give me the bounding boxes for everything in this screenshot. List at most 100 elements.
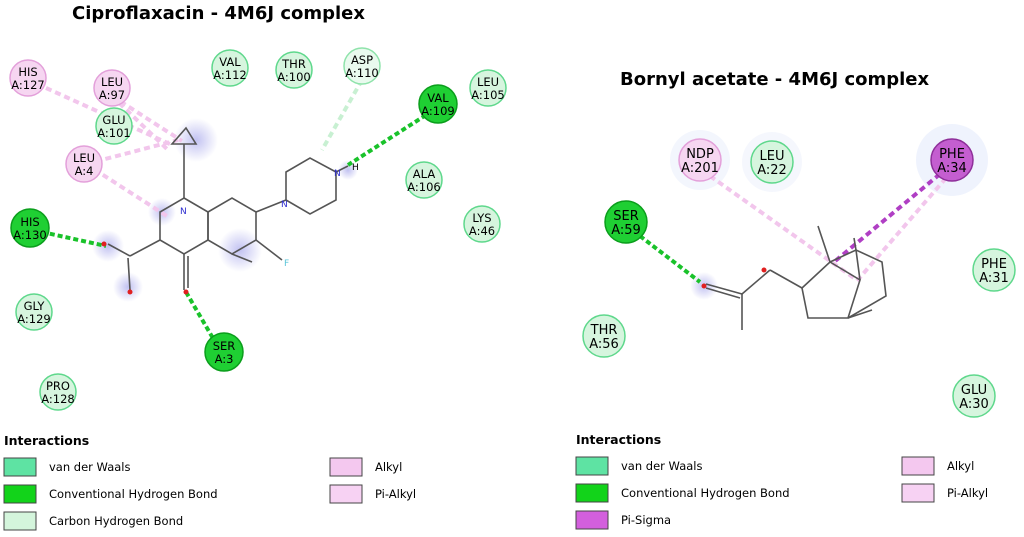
- nitrogen-atom: N: [334, 169, 341, 179]
- svg-text:GLU: GLU: [102, 113, 125, 127]
- legend-item-conventional-hbond: Conventional Hydrogen Bond: [3, 484, 218, 504]
- legend-item-carbon-hbond: Carbon Hydrogen Bond: [3, 511, 183, 531]
- residue-leu-105: LEU A:105: [469, 69, 507, 107]
- residue-leu-4: LEU A:4: [65, 145, 103, 183]
- residue-glu-101: GLU A:101: [95, 107, 133, 145]
- svg-text:A:30: A:30: [959, 397, 989, 412]
- svg-text:A:101: A:101: [97, 126, 131, 140]
- residue-ser-59: SER A:59: [604, 200, 648, 244]
- residue-glu-30: GLU A:30: [952, 374, 996, 418]
- svg-text:GLU: GLU: [961, 383, 987, 398]
- residue-leu-22: LEU A:22: [750, 140, 794, 184]
- svg-text:SER: SER: [213, 339, 236, 353]
- svg-text:NDP: NDP: [686, 147, 714, 162]
- residue-phe-31: PHE A:31: [972, 248, 1016, 292]
- residue-ser-3: SER A:3: [204, 332, 244, 372]
- legend-left: Interactions van der Waals Conventional …: [3, 433, 416, 531]
- svg-text:VAL: VAL: [219, 55, 241, 69]
- svg-text:van der Waals: van der Waals: [621, 459, 702, 473]
- panel-title: Ciproflaxacin - 4M6J complex: [72, 3, 365, 24]
- nitrogen-atom: N: [180, 207, 187, 217]
- hydrogen-atom: H: [352, 163, 359, 173]
- svg-text:A:129: A:129: [17, 312, 51, 326]
- svg-text:PHE: PHE: [939, 147, 965, 162]
- panel-ciprofloxacin: Ciproflaxacin - 4M6J complex: [3, 3, 507, 531]
- svg-text:LYS: LYS: [472, 211, 491, 225]
- svg-text:Pi-Alkyl: Pi-Alkyl: [375, 487, 416, 501]
- residue-val-112: VAL A:112: [211, 49, 249, 87]
- residue-nodes: NDP A:201 LEU A:22 PHE A:34 SER A:59 PHE: [582, 138, 1016, 418]
- residue-gly-129: GLY A:129: [15, 293, 53, 331]
- legend-right: Interactions van der Waals Conventional …: [575, 432, 988, 530]
- svg-text:Alkyl: Alkyl: [947, 459, 974, 473]
- svg-text:SER: SER: [613, 209, 639, 224]
- svg-text:A:109: A:109: [421, 104, 455, 118]
- svg-text:Pi-Alkyl: Pi-Alkyl: [947, 486, 988, 500]
- svg-text:A:110: A:110: [345, 66, 379, 80]
- svg-text:GLY: GLY: [24, 299, 46, 313]
- residue-val-109: VAL A:109: [418, 84, 458, 124]
- residue-leu-97: LEU A:97: [93, 69, 131, 107]
- interaction-lines: [638, 172, 948, 284]
- svg-text:LEU: LEU: [101, 75, 123, 89]
- svg-text:A:112: A:112: [213, 68, 247, 82]
- svg-text:A:59: A:59: [611, 223, 641, 238]
- svg-text:van der Waals: van der Waals: [49, 460, 130, 474]
- svg-text:A:22: A:22: [757, 163, 787, 178]
- svg-text:ASP: ASP: [351, 53, 373, 67]
- svg-text:HIS: HIS: [20, 215, 39, 229]
- panel-bornyl-acetate: Bornyl acetate - 4M6J complex: [575, 69, 1016, 530]
- residue-ndp-201: NDP A:201: [678, 138, 722, 182]
- svg-text:A:31: A:31: [979, 271, 1009, 286]
- svg-text:A:97: A:97: [99, 88, 125, 102]
- residue-thr-56: THR A:56: [582, 314, 626, 358]
- svg-text:THR: THR: [590, 323, 618, 338]
- svg-text:A:46: A:46: [469, 224, 495, 238]
- legend-item-pi-sigma: Pi-Sigma: [575, 510, 671, 530]
- svg-text:LEU: LEU: [760, 149, 785, 164]
- svg-text:PRO: PRO: [46, 379, 70, 393]
- svg-text:Alkyl: Alkyl: [375, 460, 402, 474]
- ciprofloxacin-molecule: [107, 126, 349, 291]
- residue-thr-100: THR A:100: [275, 51, 313, 89]
- svg-text:PHE: PHE: [981, 257, 1007, 272]
- legend-title: Interactions: [576, 432, 661, 447]
- legend-title: Interactions: [4, 433, 89, 448]
- svg-text:Pi-Sigma: Pi-Sigma: [621, 513, 671, 527]
- svg-text:Conventional Hydrogen Bond: Conventional Hydrogen Bond: [621, 486, 790, 500]
- legend-item-alkyl: Alkyl: [329, 457, 402, 477]
- svg-text:THR: THR: [281, 57, 306, 71]
- residue-his-127: HIS A:127: [9, 59, 47, 97]
- legend-item-pi-alkyl: Pi-Alkyl: [329, 484, 416, 504]
- svg-text:A:56: A:56: [589, 337, 619, 352]
- svg-text:A:106: A:106: [407, 180, 441, 194]
- svg-text:A:201: A:201: [681, 161, 719, 176]
- residue-nodes: HIS A:127 LEU A:97 GLU A:101 LEU A:4 VAL: [9, 47, 507, 411]
- legend-item-conventional-hbond: Conventional Hydrogen Bond: [575, 483, 790, 503]
- svg-text:ALA: ALA: [413, 167, 436, 181]
- svg-text:LEU: LEU: [73, 151, 95, 165]
- svg-text:A:4: A:4: [75, 164, 94, 178]
- legend-item-van-der-waals: van der Waals: [3, 457, 130, 477]
- svg-text:LEU: LEU: [477, 75, 499, 89]
- nitrogen-atom: N: [281, 200, 288, 210]
- legend-item-alkyl: Alkyl: [901, 456, 974, 476]
- svg-text:A:3: A:3: [215, 352, 234, 366]
- svg-text:A:127: A:127: [11, 78, 45, 92]
- svg-text:VAL: VAL: [427, 91, 449, 105]
- svg-text:A:105: A:105: [471, 88, 505, 102]
- heteroatom-labels: N N N H F: [101, 163, 359, 295]
- panel-title: Bornyl acetate - 4M6J complex: [620, 69, 930, 90]
- svg-text:A:34: A:34: [937, 161, 967, 176]
- svg-text:A:130: A:130: [13, 228, 47, 242]
- svg-text:HIS: HIS: [18, 65, 37, 79]
- svg-text:A:128: A:128: [41, 392, 75, 406]
- legend-item-van-der-waals: van der Waals: [575, 456, 702, 476]
- residue-ala-106: ALA A:106: [405, 161, 443, 199]
- residue-pro-128: PRO A:128: [39, 373, 77, 411]
- residue-phe-34: PHE A:34: [930, 138, 974, 182]
- residue-asp-110: ASP A:110: [343, 47, 381, 85]
- legend-item-pi-alkyl: Pi-Alkyl: [901, 483, 988, 503]
- residue-his-130: HIS A:130: [10, 208, 50, 248]
